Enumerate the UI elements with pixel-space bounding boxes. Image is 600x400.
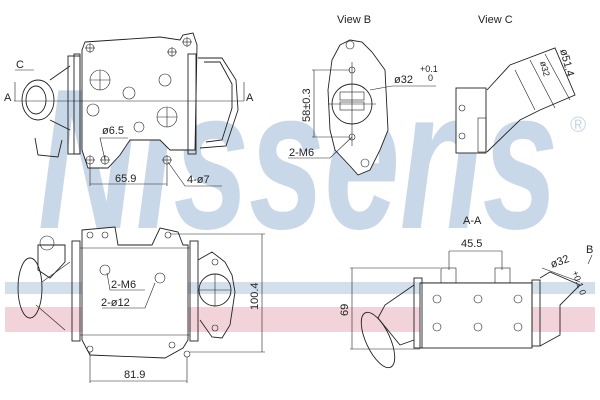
view-c-outer-dia: ø51.4	[557, 48, 576, 78]
plate-holes	[85, 37, 192, 165]
front-thread-label: 2-M6	[111, 279, 136, 291]
section-aa-spacing-dim: 45.5	[461, 238, 482, 250]
section-bore-dia: ø32	[549, 253, 571, 271]
registered-mark: ®	[570, 112, 586, 137]
section-marker-right: A	[246, 92, 254, 104]
section-left-port	[360, 311, 396, 369]
view-c-marker: C	[16, 59, 24, 71]
left-port	[21, 79, 55, 121]
section-aa: A-A 45.5 69 ø32 +0	[339, 215, 593, 369]
front-width-dim: 81.9	[124, 369, 145, 381]
view-b-tol-upper: +0.1	[420, 64, 438, 74]
section-view-b-marker: B	[586, 244, 593, 256]
hole-spacing-dim: 65.9	[115, 173, 136, 185]
front-view: 2-M6 2-ø12 100.4 81.9	[17, 226, 265, 383]
left-elbow	[34, 137, 63, 158]
view-b-title: View B	[337, 14, 371, 26]
right-flange	[187, 53, 197, 155]
plate-outline	[81, 32, 198, 169]
front-right-flange	[197, 251, 236, 339]
view-b: View B 58±0.3 ø32 +0.1 0 2-M6	[288, 14, 438, 176]
front-body	[81, 226, 189, 359]
view-b-height-dim: 58±0.3	[301, 88, 313, 122]
section-body	[419, 282, 533, 349]
section-marker-left: A	[4, 92, 12, 104]
front-hole-label: 2-ø12	[101, 297, 130, 309]
view-c-title: View C	[478, 14, 513, 26]
front-left-elbow	[37, 244, 66, 279]
view-b-flange	[327, 39, 389, 176]
view-b-thread-label: 2-M6	[289, 147, 314, 159]
left-flange-inner	[73, 53, 81, 155]
right-port	[198, 57, 239, 149]
mount-holes-label: 4-ø7	[187, 174, 210, 186]
view-b-bore-dia: ø32	[394, 74, 413, 86]
front-height-dim: 100.4	[249, 282, 261, 310]
view-c: View C ø51.4 ø32	[455, 14, 576, 154]
top-view: A A C ø6.5 65.9 4-ø7	[4, 32, 254, 187]
section-aa-title: A-A	[463, 215, 482, 227]
view-c-port	[486, 47, 576, 153]
front-left-port	[17, 257, 43, 319]
section-height-dim: 69	[339, 304, 351, 316]
view-b-tol-lower: 0	[428, 73, 433, 83]
view-c-body	[455, 87, 487, 154]
hole-dia-label: ø6.5	[102, 125, 124, 137]
view-c-inner-dia: ø32	[538, 60, 552, 78]
